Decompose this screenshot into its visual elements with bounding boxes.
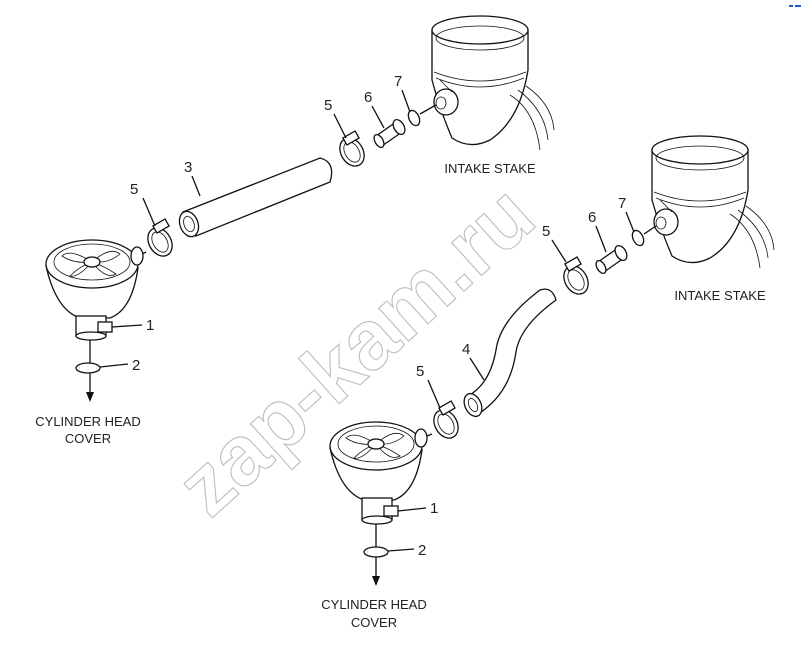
right-callout-6-leader xyxy=(595,225,607,253)
left-callout-3: 3 xyxy=(184,159,192,176)
left-callout-5b-leader xyxy=(142,197,156,227)
right-stake-axis xyxy=(643,225,657,235)
left-breather-housing xyxy=(45,239,144,341)
right-o-ring-2 xyxy=(363,546,389,558)
left-callout-3-leader xyxy=(191,175,201,197)
right-cylinder-head-label-line2: COVER xyxy=(351,615,397,630)
right-callout-2: 2 xyxy=(418,542,426,559)
right-callout-5-lower: 5 xyxy=(416,363,424,380)
right-cylinder-head-label-line1: CYLINDER HEAD xyxy=(321,597,426,612)
right-callout-1: 1 xyxy=(430,500,438,517)
left-callout-2: 2 xyxy=(132,357,140,374)
right-callout-7: 7 xyxy=(618,195,626,212)
left-callout-6-leader xyxy=(371,105,385,129)
right-breather-housing xyxy=(329,421,428,525)
left-stake-axis xyxy=(419,104,437,115)
right-callout-7-leader xyxy=(625,211,635,233)
left-callout-2-leader xyxy=(99,363,129,368)
left-cylinder-head-label-line2: COVER xyxy=(65,431,111,446)
right-callout-4: 4 xyxy=(462,341,470,358)
left-callout-7: 7 xyxy=(394,73,402,90)
right-assembly: 1 2 4 5 5 6 7 CYLINDER HEAD COVER INTAKE… xyxy=(321,135,775,630)
right-down-arrow xyxy=(372,576,380,586)
left-o-ring-2 xyxy=(75,362,101,374)
right-fitting-6 xyxy=(595,244,628,275)
left-callout-6: 6 xyxy=(364,89,372,106)
left-assembly: 1 2 3 5 5 6 7 CYLINDER HEAD COVER INTAKE… xyxy=(35,15,555,446)
right-callout-6: 6 xyxy=(588,209,596,226)
left-callout-1-leader xyxy=(111,324,143,328)
right-clamp-5-lower xyxy=(433,400,459,439)
left-hose-3 xyxy=(178,157,333,238)
right-callout-5-upper: 5 xyxy=(542,223,550,240)
right-intake-stake xyxy=(651,135,775,269)
left-callout-5-lower: 5 xyxy=(130,181,138,198)
right-intake-stake-label: INTAKE STAKE xyxy=(674,288,766,303)
left-callout-1: 1 xyxy=(146,317,154,334)
left-cylinder-head-label-line1: CYLINDER HEAD xyxy=(35,414,140,429)
right-clamp-5-upper xyxy=(563,256,589,295)
left-intake-stake xyxy=(431,15,555,151)
left-fitting-6 xyxy=(373,118,406,149)
right-hose-4 xyxy=(463,288,557,418)
left-callout-7-leader xyxy=(401,89,411,113)
left-callout-5-upper: 5 xyxy=(324,97,332,114)
corner-mark xyxy=(789,5,801,7)
left-clamp-5-upper xyxy=(339,130,365,167)
left-down-arrow xyxy=(86,392,94,402)
left-callout-5a-leader xyxy=(333,113,347,139)
left-clamp-5-lower xyxy=(147,218,173,257)
right-callout-1-leader xyxy=(397,507,427,512)
left-intake-stake-label: INTAKE STAKE xyxy=(444,161,536,176)
right-o-ring-7 xyxy=(631,229,645,247)
right-callout-4-leader xyxy=(469,357,485,381)
left-o-ring-7 xyxy=(407,109,421,127)
right-callout-5b-leader xyxy=(427,379,441,409)
right-callout-5a-leader xyxy=(551,239,567,263)
right-callout-2-leader xyxy=(387,548,415,552)
